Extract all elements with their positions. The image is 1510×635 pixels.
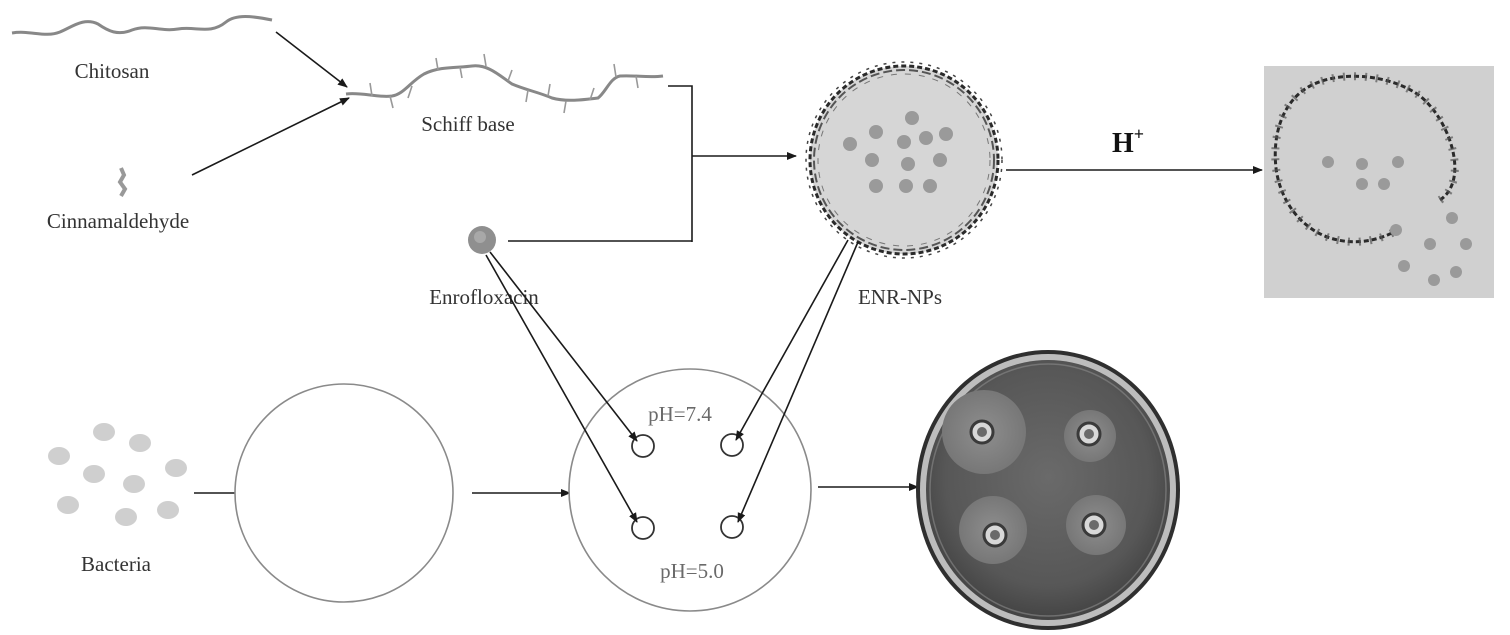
- enr-nps-label: ENR-NPs: [858, 285, 942, 309]
- bacteria-label: Bacteria: [81, 552, 152, 576]
- well-top-right: [721, 434, 743, 456]
- chitosan-label: Chitosan: [75, 59, 150, 83]
- bacteria-cluster: [48, 423, 187, 526]
- agar-plate-blank: [235, 384, 453, 602]
- chitosan-chain: [12, 17, 272, 35]
- enr-nanoparticle: [806, 62, 1002, 258]
- arrow-np-to-well-top: [736, 240, 848, 440]
- cinnamaldehyde-label: Cinnamaldehyde: [47, 209, 189, 233]
- arrow-enro-to-well-top: [490, 252, 637, 441]
- enrofloxacin-label: Enrofloxacin: [429, 285, 539, 309]
- release-panel: [1264, 66, 1494, 298]
- ph-5-0-label: pH=5.0: [660, 559, 724, 583]
- schiff-base-label: Schiff base: [421, 112, 515, 136]
- h-plus-label: H+: [1112, 124, 1144, 159]
- arrow-enro-to-well-bottom: [486, 255, 637, 522]
- schiff-base-chain: [346, 54, 663, 113]
- petri-dish-photo: [916, 350, 1180, 630]
- cinnamaldehyde-molecule: [120, 168, 125, 196]
- arrow-chitosan-to-schiff: [276, 32, 347, 87]
- connector-schiff: [668, 86, 692, 242]
- ph-7-4-label: pH=7.4: [648, 402, 712, 426]
- arrow-cinnamaldehyde-to-schiff: [192, 98, 349, 175]
